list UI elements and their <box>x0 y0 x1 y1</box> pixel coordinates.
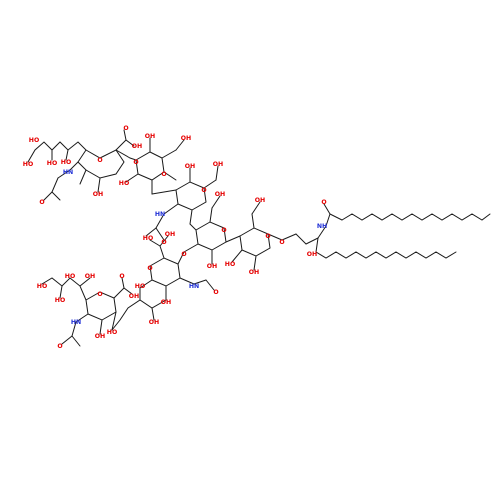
svg-text:O: O <box>147 265 152 272</box>
svg-text:OH: OH <box>93 191 103 198</box>
svg-text:O: O <box>265 233 270 240</box>
svg-text:NH: NH <box>317 223 327 230</box>
svg-text:HN: HN <box>189 283 199 290</box>
atom-labels: HO HO HO HO O OH O HN O OH OH OH O O HO … <box>23 125 327 350</box>
svg-text:OH: OH <box>132 143 142 150</box>
svg-text:HO: HO <box>23 161 33 168</box>
galactose-center-ring <box>183 195 241 265</box>
glucose-ring <box>231 201 283 271</box>
sialic-acid-middle <box>111 235 215 331</box>
svg-text:O: O <box>321 199 326 206</box>
svg-text:O: O <box>221 227 226 234</box>
svg-text:HO: HO <box>135 283 145 290</box>
svg-text:HO: HO <box>107 329 117 336</box>
svg-text:OH: OH <box>85 273 95 280</box>
svg-text:HO: HO <box>61 159 71 166</box>
svg-text:OH: OH <box>207 263 217 270</box>
svg-text:HO: HO <box>47 160 57 167</box>
svg-text:O: O <box>123 125 128 132</box>
svg-text:OH: OH <box>129 293 139 300</box>
svg-text:OH: OH <box>255 197 265 204</box>
svg-text:OH: OH <box>213 161 223 168</box>
svg-text:OH: OH <box>307 251 317 258</box>
svg-text:O: O <box>57 343 62 350</box>
svg-text:O: O <box>133 159 138 166</box>
svg-text:O: O <box>161 171 166 178</box>
svg-text:HO: HO <box>225 261 235 268</box>
svg-text:O: O <box>201 187 206 194</box>
svg-text:HO: HO <box>37 283 47 290</box>
svg-text:O: O <box>181 251 186 258</box>
svg-text:OH: OH <box>161 299 171 306</box>
svg-text:HO: HO <box>55 297 65 304</box>
svg-text:O: O <box>119 273 124 280</box>
svg-text:OH: OH <box>215 191 225 198</box>
svg-text:HO: HO <box>143 235 153 242</box>
svg-text:HN: HN <box>155 211 165 218</box>
svg-text:HO: HO <box>65 273 75 280</box>
svg-text:OH: OH <box>145 133 155 140</box>
svg-text:OH: OH <box>149 319 159 326</box>
sialic-acid-top <box>27 129 135 201</box>
svg-text:O: O <box>213 289 218 296</box>
svg-text:HO: HO <box>119 180 129 187</box>
svg-text:O: O <box>97 291 102 298</box>
svg-text:OH: OH <box>181 135 191 142</box>
svg-text:OH: OH <box>95 333 105 340</box>
ceramide-backbone <box>281 203 343 253</box>
sialic-acid-bottom <box>41 277 133 347</box>
svg-text:HN: HN <box>63 169 73 176</box>
galnac-ring <box>145 165 219 241</box>
galactose-top-ring <box>125 137 185 195</box>
svg-text:HO: HO <box>29 137 39 144</box>
fatty-acyl-chain <box>341 213 491 221</box>
svg-text:O: O <box>279 239 284 246</box>
svg-text:OH: OH <box>185 163 195 170</box>
svg-text:OH: OH <box>165 231 175 238</box>
svg-text:O: O <box>39 199 44 206</box>
svg-text:O: O <box>97 157 102 164</box>
svg-text:OH: OH <box>249 269 259 276</box>
svg-text:O: O <box>161 239 166 246</box>
sphingosine-chain <box>315 251 457 259</box>
svg-text:HN: HN <box>71 319 81 326</box>
